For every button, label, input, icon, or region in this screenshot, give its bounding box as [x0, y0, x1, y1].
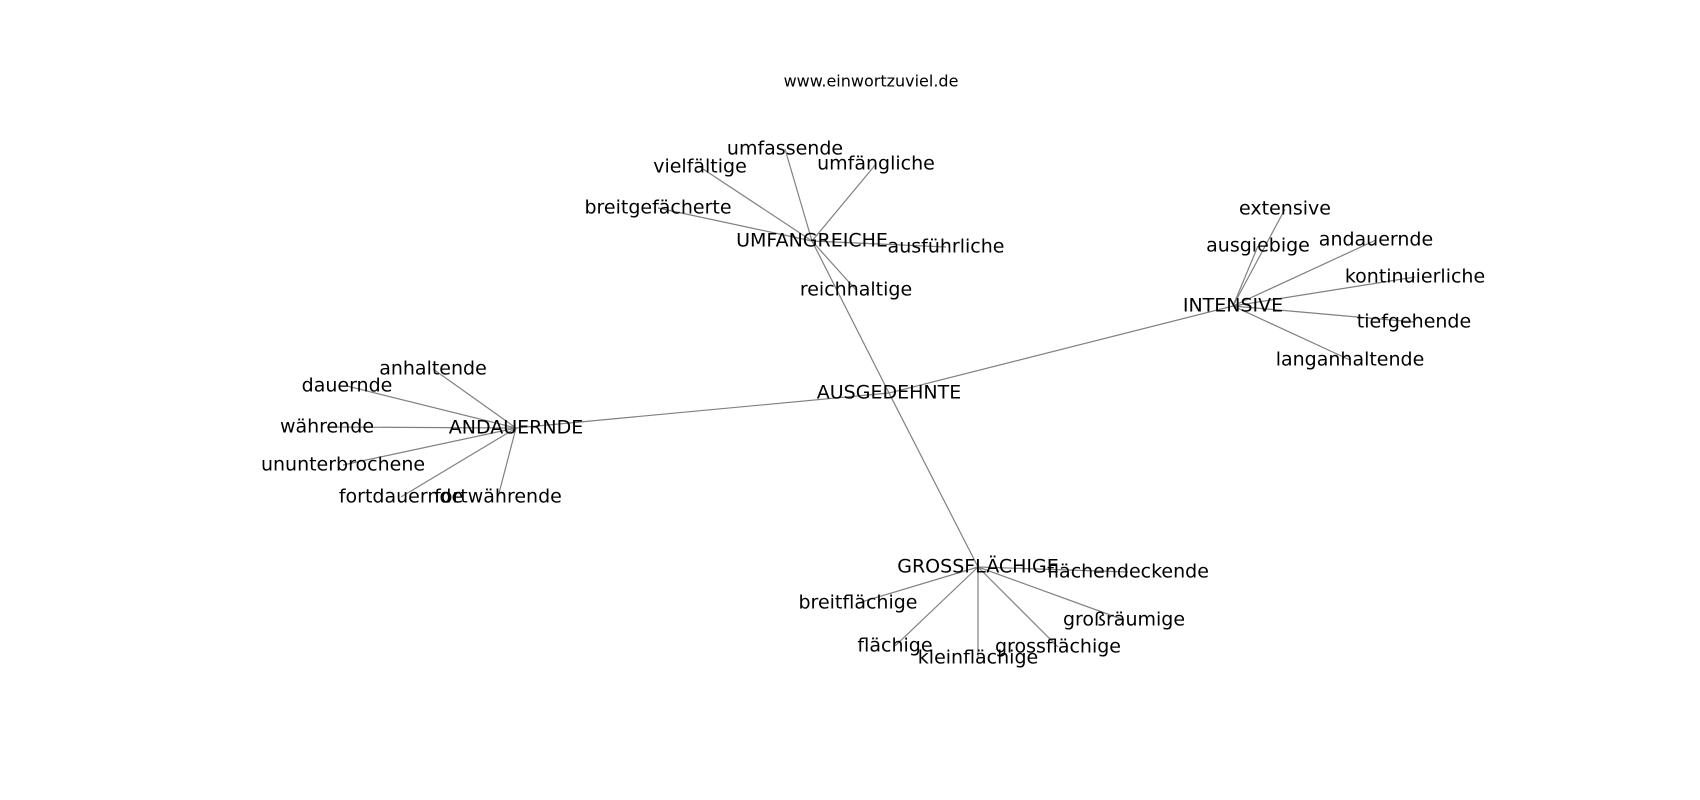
node-dauernde: dauernde: [302, 375, 393, 397]
node-extensive: extensive: [1239, 198, 1331, 220]
node-reichhaltige: reichhaltige: [800, 279, 912, 301]
node-fortwaehrende: fortwährende: [434, 486, 562, 508]
edge-intensive-tiefgehende: [1232, 305, 1415, 323]
site-url: www.einwortzuviel.de: [784, 72, 959, 91]
node-breitgefaecherte: breitgefächerte: [584, 197, 731, 219]
edge-grossflaechige-grossflaechige: [977, 566, 1059, 648]
edge-intensive-kontinuierliche: [1232, 276, 1416, 307]
node-kontinuierliche: kontinuierliche: [1345, 266, 1485, 288]
node-vielfaeltige: vielfältige: [653, 156, 747, 178]
node-fortdauernde: fortdauernde: [339, 486, 463, 508]
node-waehrende: währende: [280, 416, 374, 438]
edge-umfangreiche-breitgefaecherte: [657, 207, 813, 242]
edge-center-umfangreiche: [811, 240, 890, 394]
node-grossraeumige: großräumige: [1063, 609, 1185, 631]
edge-grossflaechige-breitflaechige: [857, 566, 979, 604]
edge-center-grossflaechige: [888, 392, 979, 568]
node-ausgiebige: ausgiebige: [1206, 235, 1310, 257]
edge-umfangreiche-reichhaltige: [811, 240, 857, 291]
node-flaechendeckende: flächendeckende: [1047, 561, 1209, 583]
node-anhaltende: anhaltende: [379, 358, 487, 380]
node-ununterbrochene: ununterbrochene: [261, 454, 425, 476]
node-langanhaltende: langanhaltende: [1276, 349, 1425, 371]
graph-edges: [326, 148, 1416, 658]
node-umfangreiche: UMFANGREICHE: [736, 230, 888, 252]
edge-umfangreiche-vielfaeltige: [699, 166, 813, 242]
edge-grossflaechige-grossraeumige: [977, 566, 1125, 621]
edge-andauernde-fortwaehrende: [497, 427, 517, 498]
node-andauernde: ANDAUERNDE: [449, 417, 583, 439]
edge-intensive-ausgiebige: [1232, 245, 1259, 307]
node-intensive: INTENSIVE: [1183, 295, 1283, 317]
node-ausfuehrliche: ausführliche: [888, 236, 1005, 258]
node-center: AUSGEDEHNTE: [817, 382, 961, 404]
node-tiefgehende: tiefgehende: [1357, 311, 1471, 333]
edge-umfangreiche-ausfuehrliche: [811, 240, 947, 248]
edge-grossflaechige-flaechendeckende: [977, 566, 1129, 573]
edge-intensive-extensive: [1232, 208, 1286, 307]
edge-andauernde-anhaltende: [432, 368, 517, 429]
graph-labels: AUSGEDEHNTE UMFANGREICHE umfassende viel…: [261, 138, 1485, 669]
edge-intensive-langanhaltende: [1232, 305, 1351, 361]
edge-center-intensive: [888, 305, 1234, 394]
node-grossflaechige-leaf: grossflächige: [995, 636, 1121, 658]
node-umfaengliche: umfängliche: [817, 153, 935, 175]
node-breitflaechige: breitflächige: [798, 592, 917, 614]
edge-umfangreiche-umfassende: [784, 148, 813, 242]
edge-umfangreiche-umfaengliche: [811, 163, 877, 242]
edge-andauernde-ununterbrochene: [342, 427, 517, 466]
node-andauernde-leaf: andauernde: [1319, 229, 1433, 251]
edge-center-andauernde: [515, 392, 890, 429]
edge-andauernde-dauernde: [346, 385, 517, 429]
node-kleinflaechige: kleinflächige: [918, 647, 1038, 669]
node-umfassende: umfassende: [727, 138, 843, 160]
edge-intensive-andauernde: [1232, 239, 1377, 307]
edge-andauernde-waehrende: [326, 426, 517, 429]
edge-grossflaechige-flaechige: [894, 566, 979, 647]
edge-andauernde-fortdauernde: [400, 427, 517, 498]
node-flaechige: flächige: [857, 635, 932, 657]
node-grossflaechige-hub: GROSSFLÄCHIGE: [897, 555, 1059, 578]
